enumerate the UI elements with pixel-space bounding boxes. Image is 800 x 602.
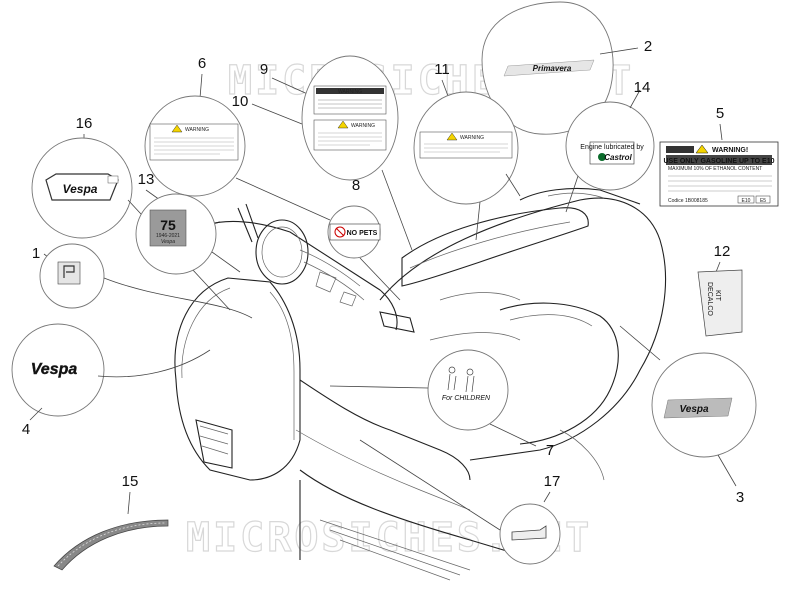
callout-14: 14 [634,79,651,96]
callout-6: 6 [198,55,206,72]
primavera-text: Primavera [533,64,572,73]
castrol-text: Castrol [604,153,632,162]
badge-vespa-small: Vespa [161,239,175,245]
fuel-e10-badge: E10 [742,198,751,204]
callout-15: 15 [122,473,139,490]
no-pets-text: NO PETS [347,230,378,237]
part-2-primavera-decal: Primavera 2 [481,1,652,135]
callout-2: 2 [644,38,652,55]
callout-9: 9 [260,61,268,78]
part-13-anniversary-badge: 13 75 1946-2021 Vespa [135,171,241,275]
badge-75-text: 75 [160,217,176,233]
rear-vespa-text: Vespa [679,404,709,415]
seat-warning-heading: WARNING [460,135,484,141]
callout-8: 8 [352,177,360,194]
callout-17: 17 [544,473,561,490]
side-vespa-text: Vespa [31,361,78,378]
callout-3: 3 [736,489,744,506]
for-children-text: For CHILDREN [442,395,491,402]
callout-11: 11 [434,61,450,78]
part-6-shield-warning-label: 6 WARNING [144,55,331,221]
fuel-gasoline-text: USE ONLY GASOLINE UP TO E10 [664,158,775,165]
callout-10: 10 [232,93,249,110]
part-12-decal-kit: 12 KIT DECALCO [697,243,743,337]
badge-years-text: 1946-2021 [156,233,180,239]
part-1-front-logo: 1 [32,243,253,319]
callout-13: 13 [138,171,155,188]
callout-12: 12 [714,243,731,260]
part-11-seat-warning-label: 11 WARNING [413,61,521,241]
part-4-side-vespa-script: Vespa 4 [11,323,211,438]
part-14-castrol-decal: Engine lubricated by Castrol 14 [565,79,655,213]
part-15-stripe-decal: 15 [53,473,169,571]
part-9-10-warning-labels: 9 10 WARNING WARNING [232,55,413,251]
part-8-no-pets-decal: 8 NO PETS [327,177,401,301]
load-warning-heading: WARNING [351,123,375,129]
fuel-e5-badge: E5 [760,198,766,204]
callout-5: 5 [716,105,724,122]
engine-lubricated-text: Engine lubricated by [580,144,644,151]
part-3-rear-vespa-decal: Vespa 3 [619,325,757,506]
kit-text: KIT [714,290,721,302]
part-17-small-badge: 17 [359,439,561,565]
callout-7: 7 [546,442,554,459]
part-7-children-decal: For CHILDREN 7 [329,349,554,459]
callout-16: 16 [76,115,93,132]
badge-vespa-text: Vespa [63,182,98,196]
shield-warning-heading: WARNING [185,127,209,133]
part-5-fuel-warning-label: 5 WARNING! USE ONLY GASOLINE UP TO E10 M… [659,105,779,207]
scooter-drawing [174,187,667,581]
decalco-text: DECALCO [706,282,713,316]
fuel-label-code: Codice 1B008185 [668,198,708,204]
callout-1: 1 [32,245,40,262]
callout-4: 4 [22,421,30,438]
fuel-gasoline-subtext: MAXIMUM 10% OF ETHANOL CONTENT [668,166,762,172]
fuel-warning-heading: WARNING! [712,147,748,154]
tyre-warning-heading: WARNING [338,89,362,95]
